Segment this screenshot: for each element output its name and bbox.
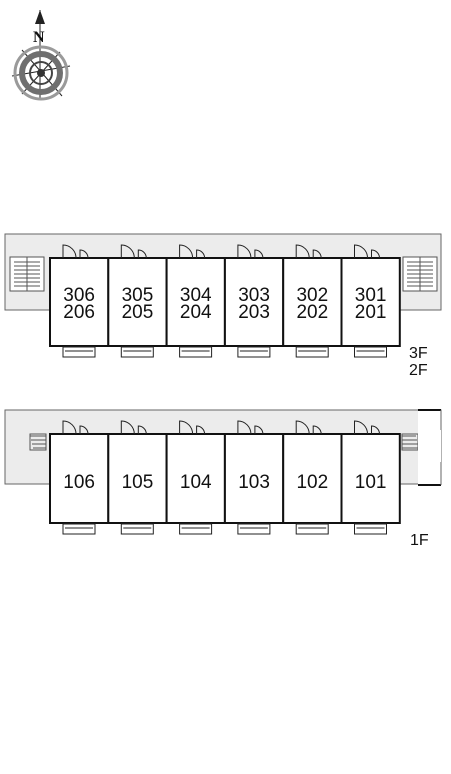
balcony-icon <box>295 523 329 535</box>
lower-block: 106 105 104 103 102 101 1F <box>4 409 442 549</box>
door-icon <box>179 420 206 435</box>
unit-number-upper-top: 305 <box>122 285 154 306</box>
entrance-gate <box>418 409 442 486</box>
unit-cell: 105 <box>107 420 168 535</box>
unit-number-upper-bottom: 205 <box>122 302 154 323</box>
door-icon <box>179 244 206 259</box>
compass: N <box>11 10 71 101</box>
north-arrow-compass-icon <box>11 10 71 101</box>
floor-label-1f: 1F <box>410 532 429 549</box>
north-label: N <box>33 29 45 46</box>
unit-cell: 104 <box>165 420 226 535</box>
unit-number-upper-bottom: 201 <box>355 302 387 323</box>
unit-cell: 106 <box>49 420 110 535</box>
lower-units: 106 105 104 103 102 101 <box>49 420 401 535</box>
unit-number-upper-top: 302 <box>296 285 328 306</box>
floor-label-3f: 3F <box>409 345 428 362</box>
unit-number-lower: 101 <box>355 472 387 493</box>
balcony-icon <box>62 346 96 358</box>
unit-cell: 103 <box>223 420 285 535</box>
door-icon <box>62 420 89 435</box>
unit-number-upper-bottom: 202 <box>296 302 328 323</box>
unit-cell: 101 <box>340 420 401 535</box>
balcony-icon <box>237 523 271 535</box>
balcony-icon <box>295 346 329 358</box>
door-icon <box>354 420 380 435</box>
staircase-left-lower <box>29 433 47 451</box>
door-icon <box>354 244 380 259</box>
balcony-icon <box>179 346 213 358</box>
balcony-icon <box>120 523 154 535</box>
unit-number-upper-bottom: 206 <box>63 302 95 323</box>
unit-number-lower: 102 <box>296 472 328 493</box>
door-icon <box>237 244 264 259</box>
unit-number-lower: 105 <box>122 472 154 493</box>
unit-number-upper-bottom: 204 <box>180 302 212 323</box>
door-icon <box>295 244 322 259</box>
unit-number-upper-bottom: 203 <box>238 302 270 323</box>
door-icon <box>120 244 147 259</box>
staircase-right-upper <box>402 256 438 292</box>
door-icon <box>295 420 322 435</box>
unit-number-upper-top: 301 <box>355 285 387 306</box>
balcony-icon <box>62 523 96 535</box>
unit-number-lower: 106 <box>63 472 95 493</box>
floor-label-2f: 2F <box>409 362 428 379</box>
unit-number-upper-top: 303 <box>238 285 270 306</box>
unit-number-lower: 104 <box>180 472 212 493</box>
unit-cell: 102 <box>282 420 343 535</box>
unit-number-lower: 103 <box>238 472 270 493</box>
balcony-icon <box>354 346 387 358</box>
balcony-icon <box>179 523 213 535</box>
balcony-icon <box>120 346 154 358</box>
balcony-icon <box>237 346 271 358</box>
staircase-left-upper <box>9 256 45 292</box>
unit-number-upper-top: 306 <box>63 285 95 306</box>
door-icon <box>120 420 147 435</box>
door-icon <box>62 244 89 259</box>
balcony-icon <box>354 523 387 535</box>
unit-number-upper-top: 304 <box>180 285 212 306</box>
door-icon <box>237 420 264 435</box>
